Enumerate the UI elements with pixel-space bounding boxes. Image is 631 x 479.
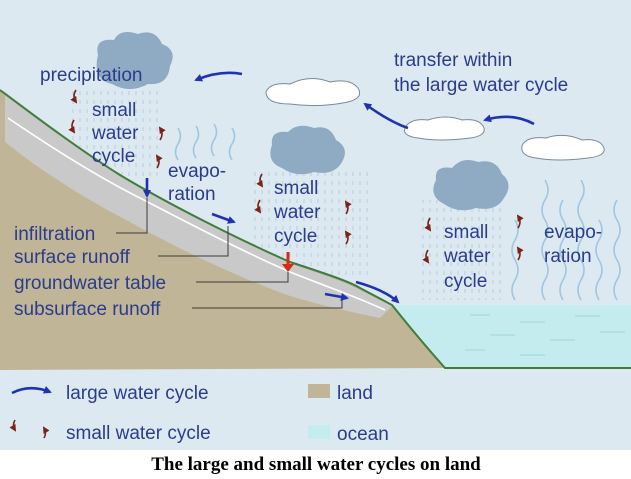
cloud-icon (270, 125, 345, 175)
groundwater-line (7, 117, 386, 311)
legend-land-swatch (308, 384, 330, 398)
shoreline (0, 89, 631, 369)
soil-layer (5, 92, 392, 318)
evaporation-label-1: evapo- (168, 161, 226, 182)
infiltration-label: infiltration (14, 224, 95, 245)
small-cycle-label-2: water (273, 202, 321, 223)
evaporation-label-2: evapo- (544, 222, 602, 243)
cloud-icon (96, 32, 173, 89)
legend-small-cycle-arrow-down (9, 419, 17, 432)
legend: large water cycle small water cycle land… (9, 383, 389, 445)
small-cycle-label-2: cycle (274, 226, 317, 247)
small-cycle-label-1: water (91, 123, 139, 144)
evaporation-squiggles (174, 123, 621, 301)
small-cycle-label-1: cycle (92, 146, 135, 167)
surface-runoff-label: surface runoff (14, 247, 131, 268)
cloud-icon (433, 160, 509, 211)
legend-large-cycle-label: large water cycle (66, 383, 209, 404)
small-cycle-arrows (68, 89, 524, 264)
small-cycle-label-3: cycle (444, 271, 487, 292)
groundwater-arrow-head (282, 264, 294, 272)
cloud-icon (404, 116, 485, 141)
subsurface-runoff-label: subsurface runoff (14, 299, 161, 320)
caption-background (0, 450, 631, 479)
legend-small-cycle-label: small water cycle (66, 423, 211, 444)
precipitation-label: precipitation (40, 65, 142, 86)
cloud-icon (521, 134, 605, 161)
groundwater-table-label: groundwater table (14, 273, 166, 294)
small-cycle-label-3: water (443, 246, 491, 267)
legend-ocean-swatch (308, 425, 330, 439)
large-cycle-arrows (143, 71, 535, 304)
ocean-area (392, 305, 631, 368)
evaporation-label-1: ration (168, 184, 216, 205)
small-cycle-label-2: small (274, 178, 318, 199)
small-cycle-label-1: small (92, 100, 136, 121)
legend-land-label: land (337, 383, 373, 404)
figure-caption: The large and small water cycles on land (151, 454, 481, 475)
cloud-icon (265, 78, 361, 107)
transfer-label-line1: transfer within (394, 50, 512, 71)
transfer-label-line2: the large water cycle (394, 75, 568, 96)
small-cycle-label-3: small (444, 222, 488, 243)
evaporation-label-2: ration (544, 246, 592, 267)
ocean-ripples (465, 314, 625, 356)
legend-small-cycle-arrow-up (42, 426, 50, 439)
leader-lines (116, 198, 343, 309)
legend-ocean-label: ocean (337, 424, 389, 445)
legend-large-cycle-arrow (11, 386, 52, 395)
